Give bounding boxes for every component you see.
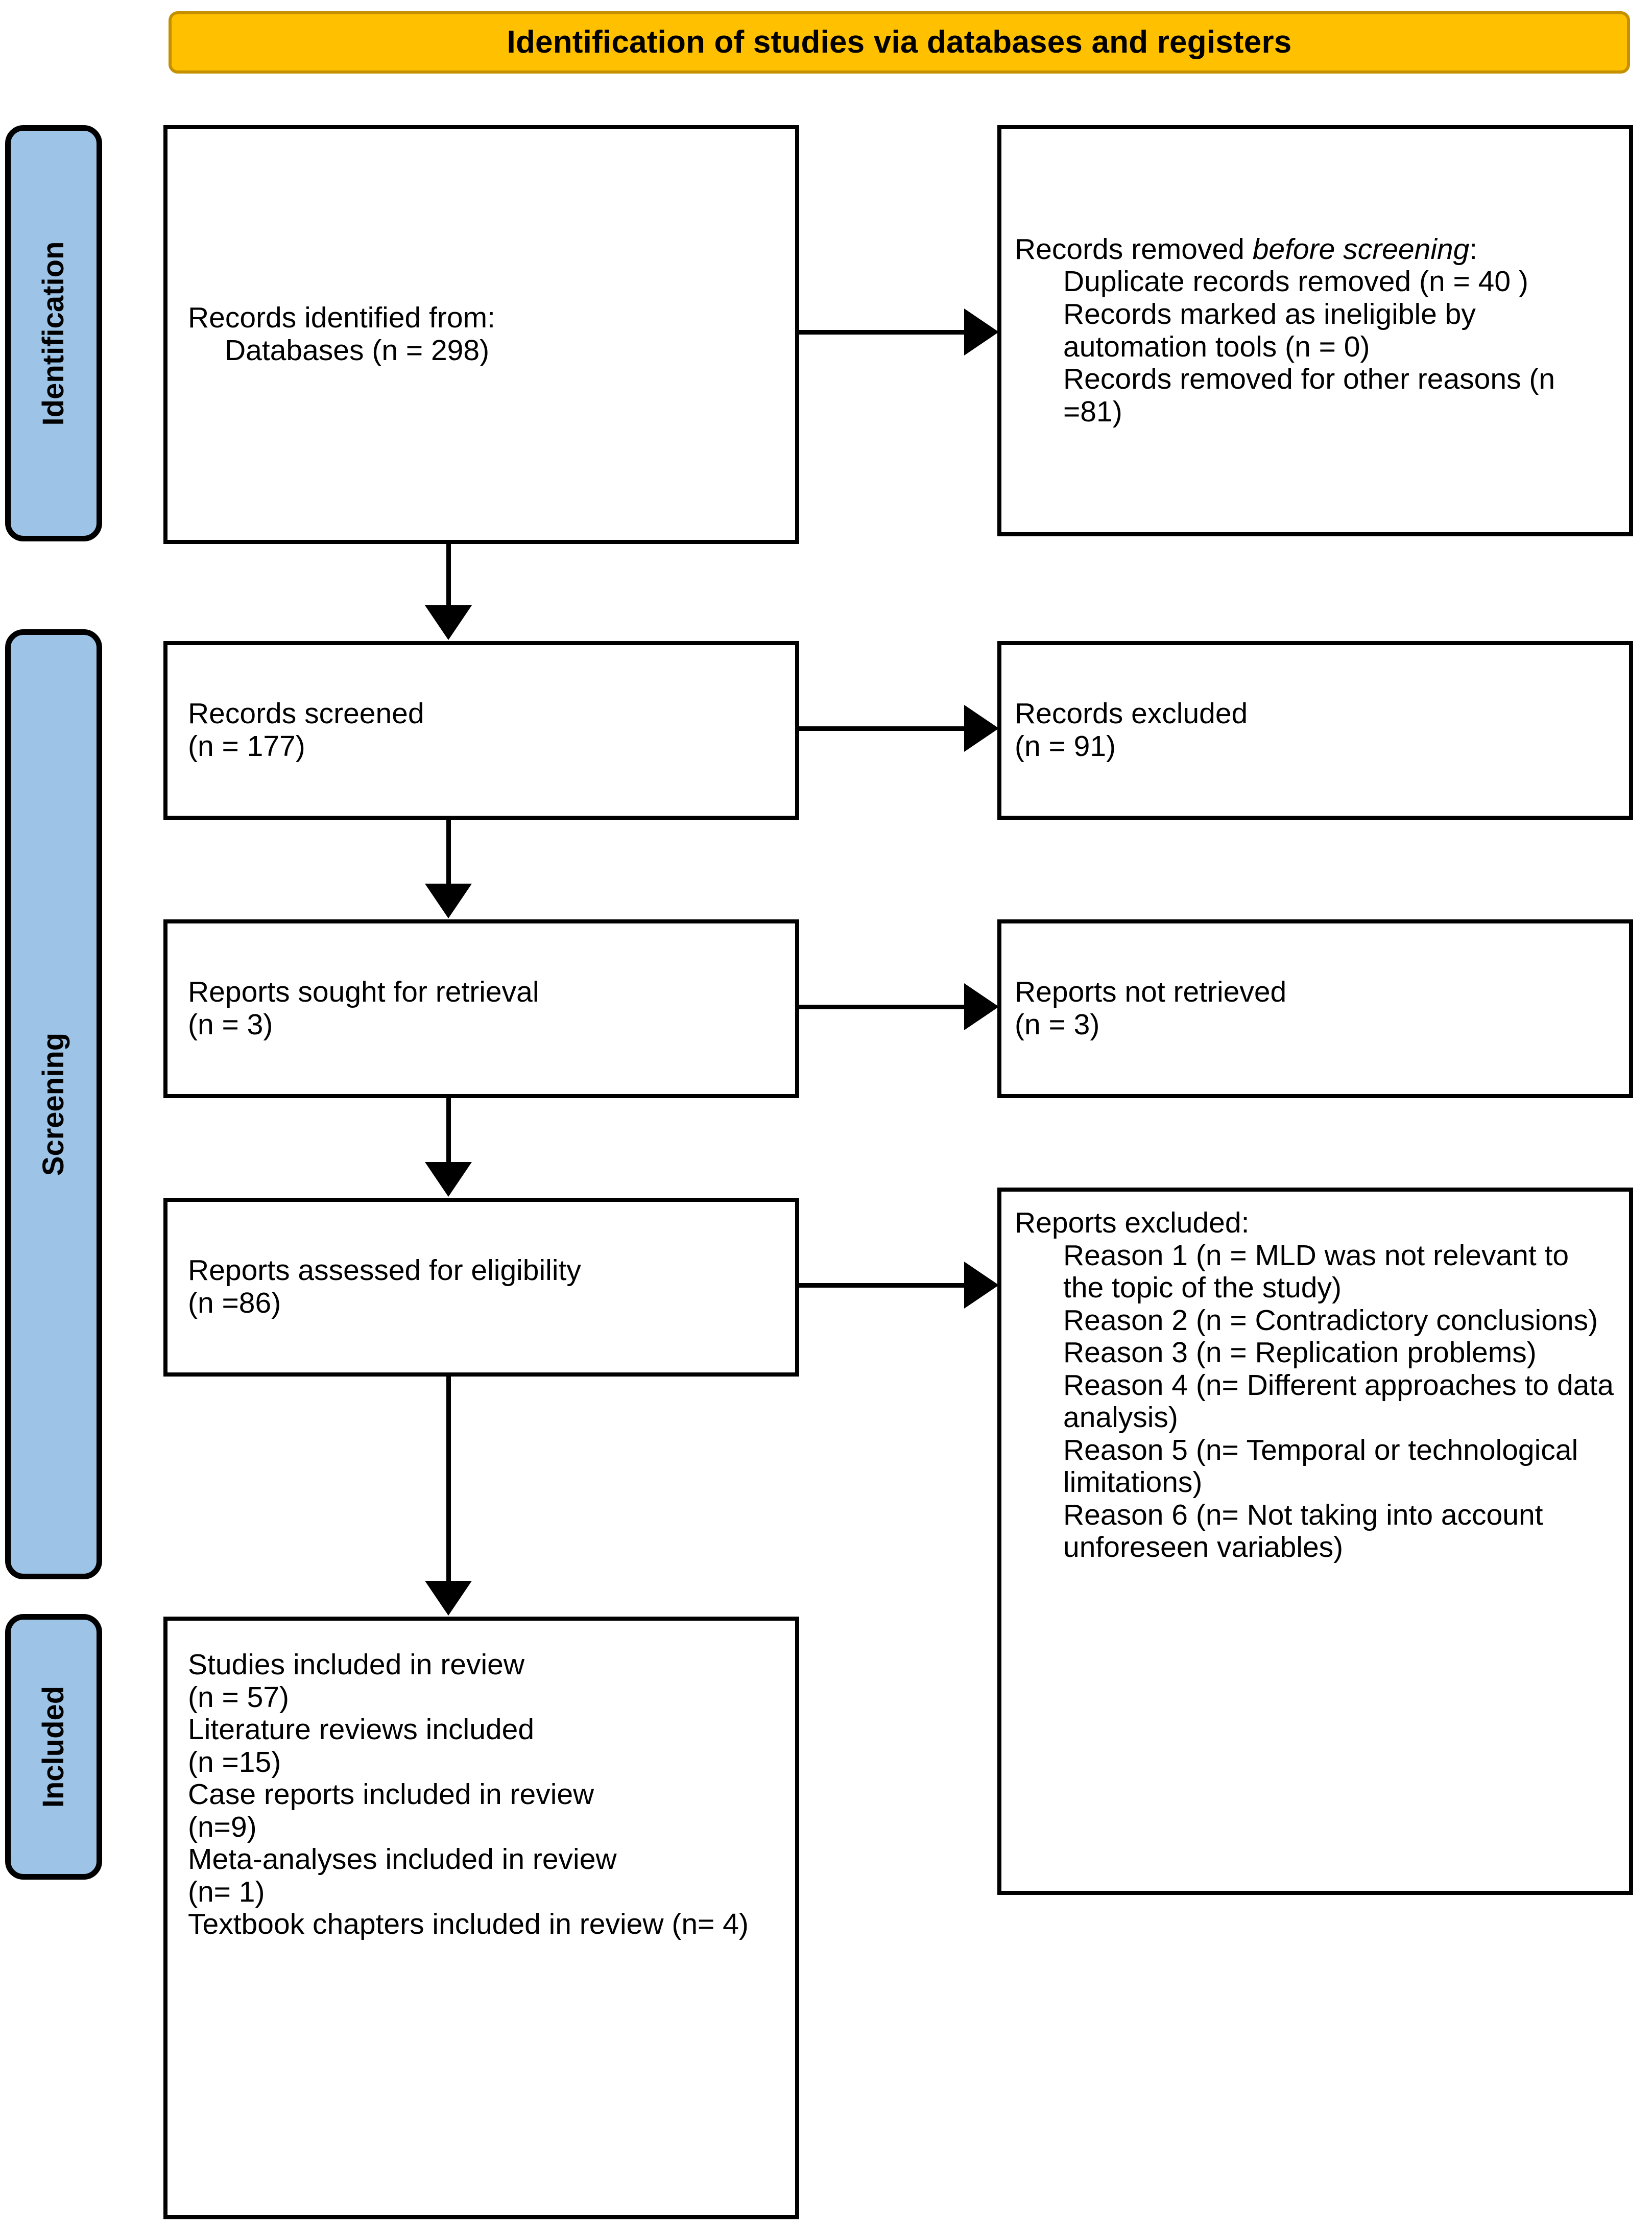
studies-included-line-4: (n =15): [188, 1745, 281, 1779]
records-removed-heading: Records removed before screening:: [1015, 233, 1616, 266]
reports-assessed-line-2: (n =86): [188, 1287, 281, 1319]
connector-line-identified-to-removed: [799, 330, 965, 335]
records-screened-line-1: Records screened: [188, 697, 424, 730]
reports-not-retrieved-box: Reports not retrieved (n = 3): [997, 919, 1633, 1098]
records-excluded-line-2: (n = 91): [1015, 730, 1116, 763]
reports-sought-line-1: Reports sought for retrieval: [188, 976, 539, 1009]
reports-sought-line-2: (n = 3): [188, 1008, 273, 1041]
reports-sought-for-retrieval-box: Reports sought for retrieval (n = 3): [163, 919, 799, 1098]
reports-excluded-reason-3: Reason 3 (n = Replication problems): [1063, 1336, 1537, 1369]
reports-excluded-reason-4: Reason 4 (n= Different approaches to dat…: [1063, 1368, 1622, 1434]
stage-bar-screening: Screening: [5, 629, 102, 1579]
records-removed-item-3: Records removed for other reasons (n =81…: [1063, 363, 1563, 428]
records-removed-before-screening-box: Records removed before screening: Duplic…: [997, 125, 1633, 536]
studies-included-in-review-box: Studies included in review (n = 57) Lite…: [163, 1617, 799, 2219]
arrow-head-assessed-to-included: [425, 1581, 472, 1616]
studies-included-line-6: (n=9): [188, 1810, 257, 1843]
stage-label-identification: Identification: [37, 241, 70, 425]
arrow-head-screened-to-excluded: [964, 705, 999, 752]
connector-line-assessed-to-included: [446, 1377, 451, 1583]
studies-included-line-7: Meta-analyses included in review: [188, 1843, 617, 1876]
records-removed-item-1: Duplicate records removed (n = 40 ): [1063, 265, 1528, 298]
reports-excluded-reason-5: Reason 5 (n= Temporal or technological l…: [1063, 1433, 1586, 1499]
stage-label-included: Included: [37, 1686, 70, 1808]
records-removed-heading-italic: before screening: [1252, 232, 1470, 266]
records-screened-line-2: (n = 177): [188, 730, 305, 763]
records-excluded-line-1: Records excluded: [1015, 697, 1248, 730]
reports-excluded-heading: Reports excluded:: [1015, 1206, 1250, 1239]
arrow-head-identified-to-screened: [425, 605, 472, 640]
records-removed-item-2: Records marked as ineligible by automati…: [1063, 297, 1484, 363]
reports-excluded-box: Reports excluded: Reason 1 (n = MLD was …: [997, 1188, 1633, 1895]
studies-included-line-1: Studies included in review: [188, 1648, 525, 1681]
records-identified-line-2: Databases (n = 298): [225, 334, 490, 367]
connector-line-sought-to-assessed: [446, 1098, 451, 1165]
connector-line-identified-to-screened: [446, 544, 451, 608]
reports-assessed-line-1: Reports assessed for eligibility: [188, 1254, 581, 1287]
studies-included-line-3: Literature reviews included: [188, 1713, 535, 1746]
records-excluded-box: Records excluded (n = 91): [997, 641, 1633, 820]
reports-not-retrieved-line-2: (n = 3): [1015, 1008, 1100, 1041]
arrow-head-screened-to-sought: [425, 884, 472, 918]
reports-not-retrieved-line-1: Reports not retrieved: [1015, 976, 1287, 1009]
stage-label-screening: Screening: [37, 1032, 70, 1176]
arrow-head-identified-to-removed: [964, 309, 999, 355]
arrow-head-sought-to-not-retrieved: [964, 983, 999, 1030]
studies-included-line-9: Textbook chapters included in review (n=…: [188, 1908, 749, 1941]
connector-line-screened-to-sought: [446, 820, 451, 886]
arrow-head-assessed-to-reports-excluded: [964, 1262, 999, 1309]
connector-line-assessed-to-reports-excluded: [799, 1283, 965, 1288]
studies-included-line-5: Case reports included in review: [188, 1778, 594, 1811]
reports-excluded-reason-6: Reason 6 (n= Not taking into account unf…: [1063, 1498, 1551, 1564]
connector-line-screened-to-excluded: [799, 726, 965, 731]
records-removed-heading-tail: :: [1469, 232, 1478, 266]
connector-line-sought-to-not-retrieved: [799, 1005, 965, 1009]
reports-excluded-reason-2: Reason 2 (n = Contradictory conclusions): [1063, 1303, 1598, 1337]
diagram-title: Identification of studies via databases …: [507, 25, 1292, 60]
records-removed-heading-plain: Records removed: [1015, 232, 1253, 266]
records-identified-line-1: Records identified from:: [188, 301, 495, 335]
arrow-head-sought-to-assessed: [425, 1162, 472, 1197]
records-screened-box: Records screened (n = 177): [163, 641, 799, 820]
stage-bar-included: Included: [5, 1614, 102, 1880]
stage-bar-identification: Identification: [5, 125, 102, 541]
records-identified-box: Records identified from: Databases (n = …: [163, 125, 799, 544]
reports-assessed-for-eligibility-box: Reports assessed for eligibility (n =86): [163, 1198, 799, 1377]
diagram-title-banner: Identification of studies via databases …: [169, 11, 1630, 74]
reports-excluded-reason-1: Reason 1 (n = MLD was not relevant to th…: [1063, 1239, 1577, 1305]
studies-included-line-8: (n= 1): [188, 1875, 265, 1908]
studies-included-line-2: (n = 57): [188, 1680, 290, 1714]
